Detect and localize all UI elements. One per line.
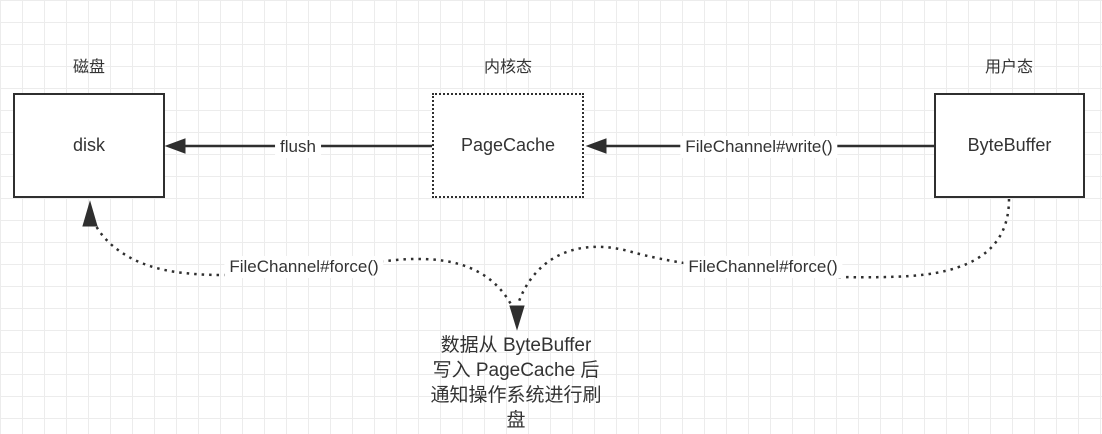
disk-node: disk [13, 93, 165, 198]
filechannel-write-edge-label: FileChannel#write() [680, 136, 838, 158]
force-right-edge-label: FileChannel#force() [683, 256, 843, 278]
bytebuffer-node-label: ByteBuffer [967, 135, 1052, 155]
bytebuffer-node-title: 用户态 [984, 59, 1033, 76]
disk-node-title: 磁盘 [72, 59, 105, 76]
force-left-dotted-arrow [82, 200, 516, 311]
pagecache-node-title: 内核态 [483, 59, 532, 76]
pagecache-node-label: PageCache [460, 135, 556, 155]
force-left-edge-label: FileChannel#force() [224, 256, 384, 278]
bytebuffer-node: ByteBuffer [934, 93, 1085, 198]
annotation-line: 盘 [506, 410, 526, 431]
flush-edge-label: flush [275, 136, 321, 158]
annotation-text: 数据从 ByteBuffer 写入 PageCache 后 通知操作系统进行刷 … [406, 333, 626, 433]
force-right-dotted-arrow [509, 198, 1011, 331]
annotation-line: 数据从 ByteBuffer [440, 335, 592, 356]
annotation-line: 写入 PageCache 后 [432, 360, 600, 381]
annotation-line: 通知操作系统进行刷 [430, 385, 602, 406]
disk-node-label: disk [72, 135, 105, 155]
pagecache-node: PageCache [432, 93, 584, 198]
